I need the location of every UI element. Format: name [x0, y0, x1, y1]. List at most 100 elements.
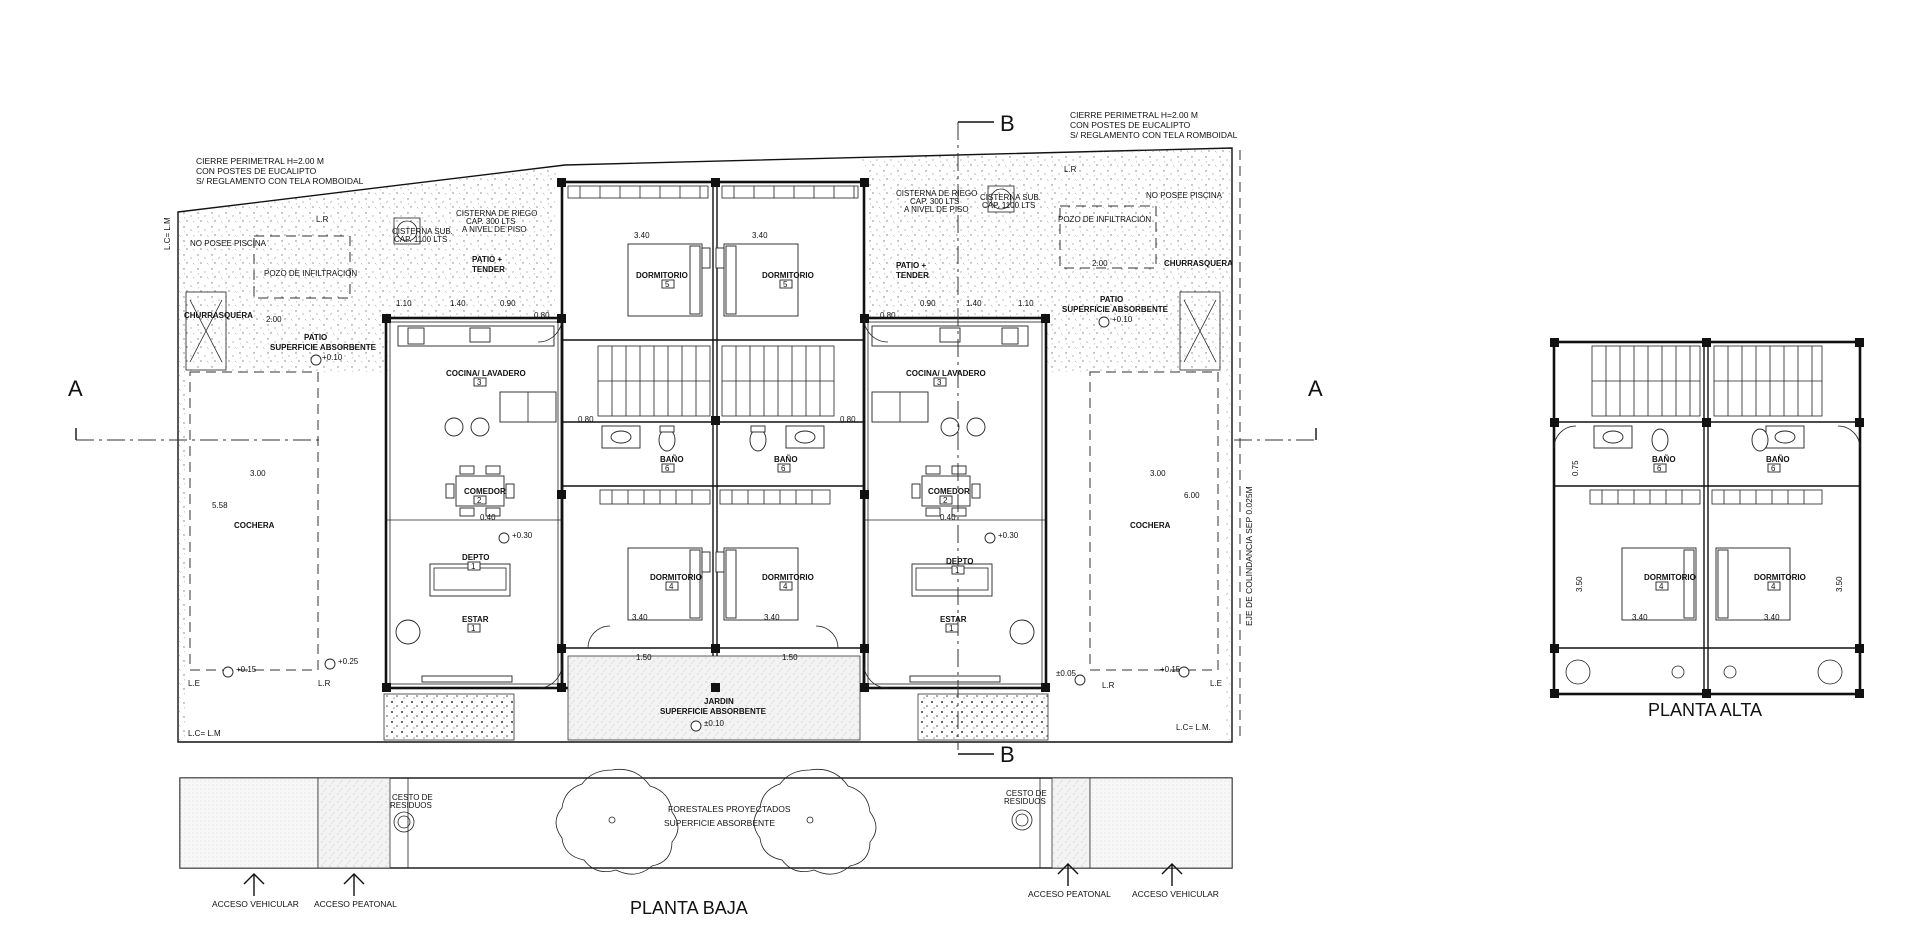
level-cochera-left: +0.15	[236, 665, 257, 674]
svg-text:0.90: 0.90	[920, 299, 936, 308]
svg-text:3.40: 3.40	[632, 613, 648, 622]
acceso-vehicular-left: ACCESO VEHICULAR	[212, 899, 299, 909]
svg-text:1.40: 1.40	[966, 299, 982, 308]
tree-icon	[753, 768, 877, 875]
forestales-label-1: FORESTALES PROYECTADOS	[668, 804, 791, 814]
sidewalk-peatonal-left	[317, 777, 391, 869]
patio-tender-right: PATIO + TENDER	[896, 261, 929, 280]
svg-text:0.80: 0.80	[880, 311, 896, 320]
planta-alta-plan: DORMITORIO DORMITORIO BAÑO BAÑO 4 4 6 6 …	[1550, 338, 1864, 720]
svg-text:5.58: 5.58	[212, 501, 228, 510]
lr-front-right: L.R	[1102, 681, 1115, 690]
cocina-label-right: COCINA/ LAVADERO	[906, 369, 986, 378]
trash-bin-left-icon	[393, 811, 415, 833]
level-cochera-right: +0.15	[1160, 665, 1181, 674]
churrasquera-right	[1179, 291, 1221, 371]
svg-text:TENDER: TENDER	[472, 265, 505, 274]
title-planta-baja: PLANTA BAJA	[630, 898, 748, 918]
unit-right-walls	[862, 316, 1048, 690]
sidewalk-vehicular-left	[179, 777, 319, 869]
svg-text:CISTERNA DE RIEGO: CISTERNA DE RIEGO	[896, 189, 977, 198]
cochera-label-right: COCHERA	[1130, 521, 1171, 530]
front-garden-right	[917, 693, 1049, 741]
cierre-note-right: CIERRE PERIMETRAL H=2.00 M CON POSTES DE…	[1070, 110, 1238, 140]
pozo-right	[1059, 205, 1157, 269]
patio-tender-left: PATIO + TENDER	[472, 255, 505, 274]
tree-icon	[555, 768, 679, 875]
upper-columns	[1550, 338, 1864, 698]
svg-text:3.50: 3.50	[1835, 576, 1844, 592]
trash-bin-right-icon	[1011, 809, 1033, 831]
cocina-label-left: COCINA/ LAVADERO	[446, 369, 526, 378]
cochera-right	[1089, 371, 1219, 671]
svg-text:PATIO: PATIO	[1100, 295, 1123, 304]
level-depto-right: +0.30	[998, 531, 1019, 540]
jardin-area	[567, 655, 861, 741]
acceso-peatonal-right: ACCESO PEATONAL	[1028, 889, 1111, 899]
planta-baja-plan: A A B B EJE DE COLINDANCIA SEP 0.025M +0…	[68, 110, 1323, 918]
estar-label-left: ESTAR	[462, 615, 489, 624]
dimension-labels-upper: 3.40 3.40 3.50 3.50 0.75	[1571, 460, 1844, 622]
svg-text:A NIVEL DE PISO: A NIVEL DE PISO	[462, 225, 527, 234]
access-arrow-icon	[243, 863, 1183, 896]
svg-text:0.80: 0.80	[534, 311, 550, 320]
svg-text:1.50: 1.50	[782, 653, 798, 662]
comedor-label-right: COMEDOR	[928, 487, 970, 496]
svg-text:0.75: 0.75	[1571, 460, 1580, 476]
svg-text:RESIDUOS: RESIDUOS	[390, 801, 432, 810]
pozo-label-right: POZO DE INFILTRACIÓN	[1058, 215, 1151, 224]
svg-text:0.40: 0.40	[940, 513, 956, 522]
churrasquera-label-left: CHURRASQUERA	[184, 311, 253, 320]
svg-text:6: 6	[781, 464, 786, 473]
level-depto-left: +0.30	[512, 531, 533, 540]
comedor-label-left: COMEDOR	[464, 487, 506, 496]
svg-text:2.00: 2.00	[1092, 259, 1108, 268]
dormitorio-5-right: DORMITORIO	[762, 271, 814, 280]
level-acceso-left: +0.25	[338, 657, 359, 666]
svg-text:CAP. 1100 LTS: CAP. 1100 LTS	[982, 201, 1035, 210]
jardin-label-2: SUPERFICIE ABSORBENTE	[660, 707, 767, 716]
svg-text:1.10: 1.10	[1018, 299, 1034, 308]
svg-text:3.40: 3.40	[764, 613, 780, 622]
svg-text:SUPERFICIE ABSORBENTE: SUPERFICIE ABSORBENTE	[270, 343, 377, 352]
svg-text:CIERRE PERIMETRAL H=2.00 M: CIERRE PERIMETRAL H=2.00 M	[1070, 110, 1198, 120]
bano-upper-right: BAÑO	[1766, 455, 1790, 464]
svg-text:CISTERNA SUB.: CISTERNA SUB.	[392, 227, 453, 236]
acceso-vehicular-right: ACCESO VEHICULAR	[1132, 889, 1219, 899]
svg-text:CESTO DE: CESTO DE	[1006, 789, 1047, 798]
room-numbers: 3 3 2 2 1 1 1 1 5 5 4 4 6 6	[471, 280, 960, 633]
svg-text:CIERRE PERIMETRAL H=2.00 M: CIERRE PERIMETRAL H=2.00 M	[196, 156, 324, 166]
svg-text:1.40: 1.40	[450, 299, 466, 308]
acceso-peatonal-left: ACCESO PEATONAL	[314, 899, 397, 909]
lr-front-left: L.R	[318, 679, 331, 688]
svg-text:4: 4	[783, 582, 788, 591]
dormitorio-upper-left: DORMITORIO	[1644, 573, 1696, 582]
svg-text:2: 2	[477, 496, 482, 505]
section-b-top: B	[1000, 111, 1015, 136]
lc-lm-vertical: L.C= L.M	[163, 217, 172, 250]
svg-text:3.00: 3.00	[1150, 469, 1166, 478]
kitchen-left	[397, 325, 557, 437]
sidewalk-peatonal-right	[1051, 777, 1091, 869]
svg-text:4: 4	[669, 582, 674, 591]
title-planta-alta: PLANTA ALTA	[1648, 700, 1762, 720]
svg-text:6: 6	[1771, 464, 1776, 473]
svg-text:1: 1	[471, 562, 476, 571]
planta-alta-outline	[1552, 340, 1862, 696]
pozo-label-left: POZO DE INFILTRACIÓN	[264, 269, 357, 278]
stairs-upper	[1591, 345, 1823, 417]
svg-text:0.80: 0.80	[578, 415, 594, 424]
svg-text:1.10: 1.10	[396, 299, 412, 308]
room-number-tags	[467, 279, 965, 633]
patio-left-label: PATIO SUPERFICIE ABSORBENTE	[270, 333, 377, 352]
churrasquera-left	[185, 291, 227, 371]
estar-label-right: ESTAR	[940, 615, 967, 624]
lc-lm-left: L.C= L.M	[188, 729, 221, 738]
svg-text:PATIO +: PATIO +	[472, 255, 502, 264]
lr-top-right: L.R	[1064, 165, 1077, 174]
level-patio-left: +0.10	[322, 353, 343, 362]
svg-text:1: 1	[949, 624, 954, 633]
depto-label-left: DEPTO	[462, 553, 489, 562]
svg-text:CON POSTES DE EUCALIPTO: CON POSTES DE EUCALIPTO	[1070, 120, 1191, 130]
